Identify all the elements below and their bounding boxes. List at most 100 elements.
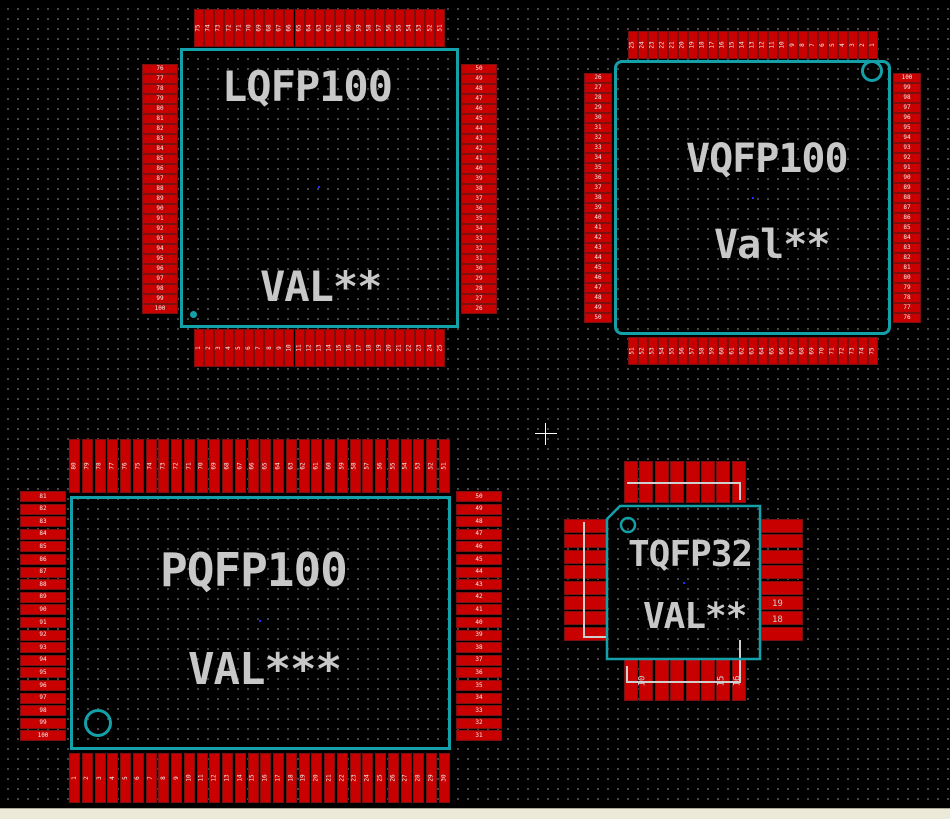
- vqfp100-pad-86[interactable]: 86: [893, 213, 921, 223]
- lqfp100-pad-81[interactable]: 81: [142, 114, 178, 124]
- tqfp32-pad-right-3[interactable]: [761, 549, 803, 564]
- lqfp100-pad-85[interactable]: 85: [142, 154, 178, 164]
- tqfp32-pad-top-2[interactable]: [639, 461, 654, 503]
- vqfp100-pad-43[interactable]: 43: [584, 243, 612, 253]
- lqfp100-pad-69[interactable]: 69: [254, 9, 265, 47]
- tqfp32-pad-top-5[interactable]: [685, 461, 700, 503]
- tqfp32-pad-bottom-6[interactable]: [701, 659, 715, 701]
- vqfp100-pad-4[interactable]: 4: [838, 31, 848, 59]
- lqfp100-pad-34[interactable]: 34: [461, 224, 497, 234]
- lqfp100-pad-95[interactable]: 95: [142, 254, 178, 264]
- vqfp100-pad-78[interactable]: 78: [893, 293, 921, 303]
- vqfp100-pad-34[interactable]: 34: [584, 153, 612, 163]
- tqfp32-pad-right-1[interactable]: [761, 519, 803, 533]
- vqfp100-pad-59[interactable]: 59: [708, 337, 718, 365]
- vqfp100-pad-27[interactable]: 27: [584, 83, 612, 93]
- tqfp32-pad-right-6[interactable]: [761, 596, 803, 610]
- lqfp100-pad-18[interactable]: 18: [364, 329, 375, 367]
- lqfp100-pad-54[interactable]: 54: [405, 9, 416, 47]
- lqfp100-pad-5[interactable]: 5: [234, 329, 245, 367]
- vqfp100-pad-1[interactable]: 1: [868, 31, 878, 59]
- pqfp100-pad-42[interactable]: 42: [456, 591, 502, 603]
- vqfp100-pad-36[interactable]: 36: [584, 173, 612, 183]
- vqfp100-pad-12[interactable]: 12: [758, 31, 768, 59]
- lqfp100-pad-74[interactable]: 74: [204, 9, 215, 47]
- pqfp100-pad-33[interactable]: 33: [456, 705, 502, 717]
- vqfp100-pad-68[interactable]: 68: [798, 337, 808, 365]
- lqfp100-pad-24[interactable]: 24: [425, 329, 436, 367]
- vqfp100-pad-94[interactable]: 94: [893, 133, 921, 143]
- lqfp100-pad-49[interactable]: 49: [461, 74, 497, 84]
- lqfp100-pad-94[interactable]: 94: [142, 244, 178, 254]
- vqfp100-pad-19[interactable]: 19: [688, 31, 698, 59]
- lqfp100-pad-87[interactable]: 87: [142, 174, 178, 184]
- vqfp100-pad-11[interactable]: 11: [768, 31, 778, 59]
- pqfp100-pad-49[interactable]: 49: [456, 503, 502, 515]
- tqfp32-pad-left-4[interactable]: [564, 565, 608, 580]
- pqfp100-pad-90[interactable]: 90: [20, 604, 66, 616]
- pqfp100-pad-56[interactable]: 56: [375, 439, 386, 493]
- pqfp100-pad-61[interactable]: 61: [311, 439, 323, 493]
- lqfp100-pad-82[interactable]: 82: [142, 124, 178, 134]
- pqfp100-pad-17[interactable]: 17: [273, 753, 284, 803]
- lqfp100-pad-8[interactable]: 8: [264, 329, 275, 367]
- pqfp100-pad-35[interactable]: 35: [456, 680, 502, 691]
- lqfp100-pad-25[interactable]: 25: [435, 329, 446, 367]
- tqfp32-pad-left-2[interactable]: [564, 534, 608, 549]
- vqfp100-pad-2[interactable]: 2: [858, 31, 868, 59]
- lqfp100-pad-68[interactable]: 68: [264, 9, 275, 47]
- vqfp100-pad-45[interactable]: 45: [584, 263, 612, 273]
- pqfp100-pad-59[interactable]: 59: [336, 439, 348, 493]
- lqfp100-pad-31[interactable]: 31: [461, 254, 497, 264]
- vqfp100-pad-100[interactable]: 100: [893, 73, 921, 83]
- tqfp32-pad-top-4[interactable]: [670, 461, 685, 503]
- lqfp100-pad-88[interactable]: 88: [142, 184, 178, 194]
- tqfp32-pad-left-6[interactable]: [564, 596, 608, 610]
- lqfp100-pad-80[interactable]: 80: [142, 104, 178, 114]
- lqfp100-pad-70[interactable]: 70: [244, 9, 255, 47]
- vqfp100-pad-17[interactable]: 17: [708, 31, 718, 59]
- pqfp100-pad-50[interactable]: 50: [456, 491, 502, 502]
- pqfp100-pad-46[interactable]: 46: [456, 541, 502, 553]
- vqfp100-pad-32[interactable]: 32: [584, 133, 612, 143]
- vqfp100-pad-3[interactable]: 3: [848, 31, 858, 59]
- pqfp100-pad-55[interactable]: 55: [387, 439, 399, 493]
- pqfp100-pad-1[interactable]: 1: [69, 753, 80, 803]
- lqfp100-pad-67[interactable]: 67: [274, 9, 285, 47]
- pqfp100-pad-41[interactable]: 41: [456, 604, 502, 616]
- tqfp32-pad-bottom-3[interactable]: [654, 659, 669, 701]
- vqfp100-pad-10[interactable]: 10: [778, 31, 788, 59]
- vqfp100-pad-56[interactable]: 56: [678, 337, 688, 365]
- vqfp100-pad-31[interactable]: 31: [584, 123, 612, 133]
- pqfp100-pad-53[interactable]: 53: [413, 439, 425, 493]
- vqfp100-pad-69[interactable]: 69: [808, 337, 818, 365]
- pqfp100-pad-75[interactable]: 75: [132, 439, 144, 493]
- lqfp100-pad-30[interactable]: 30: [461, 264, 497, 274]
- pqfp100-pad-97[interactable]: 97: [20, 692, 66, 704]
- tqfp32-pad-top-7[interactable]: [716, 461, 731, 503]
- pqfp100-pad-70[interactable]: 70: [196, 439, 208, 493]
- lqfp100-pad-35[interactable]: 35: [461, 214, 497, 224]
- tqfp32-pad-left-7[interactable]: [564, 611, 608, 626]
- tqfp32-pad-top-8[interactable]: [731, 461, 746, 503]
- pqfp100-pad-25[interactable]: 25: [375, 753, 386, 803]
- lqfp100-pad-19[interactable]: 19: [374, 329, 385, 367]
- lqfp100-pad-15[interactable]: 15: [334, 329, 345, 367]
- vqfp100-pad-58[interactable]: 58: [698, 337, 708, 365]
- vqfp100-pad-76[interactable]: 76: [893, 313, 921, 323]
- vqfp100-pad-64[interactable]: 64: [758, 337, 768, 365]
- vqfp100-pad-40[interactable]: 40: [584, 213, 612, 223]
- vqfp100-pad-61[interactable]: 61: [728, 337, 738, 365]
- pqfp100-pad-77[interactable]: 77: [107, 439, 119, 493]
- vqfp100-pad-22[interactable]: 22: [658, 31, 668, 59]
- pqfp100-pad-99[interactable]: 99: [20, 717, 66, 729]
- lqfp100-pad-91[interactable]: 91: [142, 214, 178, 224]
- pqfp100-pad-64[interactable]: 64: [273, 439, 284, 493]
- lqfp100-pad-27[interactable]: 27: [461, 294, 497, 304]
- pqfp100-pad-54[interactable]: 54: [400, 439, 412, 493]
- vqfp100-pad-7[interactable]: 7: [808, 31, 818, 59]
- lqfp100-pad-47[interactable]: 47: [461, 94, 497, 104]
- pqfp100-pad-87[interactable]: 87: [20, 566, 66, 578]
- lqfp100-pad-97[interactable]: 97: [142, 274, 178, 284]
- lqfp100-pad-14[interactable]: 14: [324, 329, 335, 367]
